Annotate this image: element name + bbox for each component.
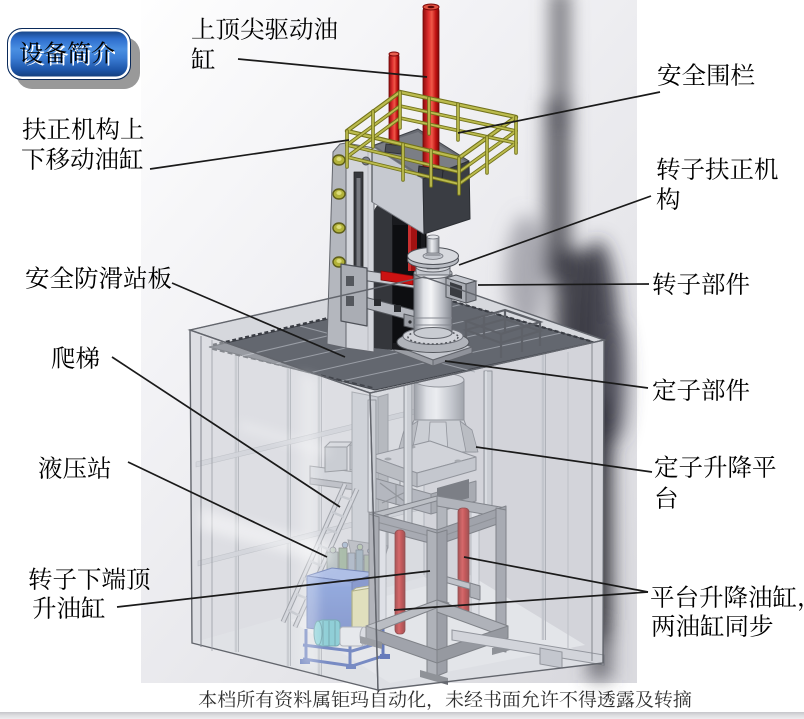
label-lift-cylinder-line1: [22, 117, 145, 144]
top-drive-cylinders: [384, 3, 444, 181]
leader-anti-slip-deck: [171, 282, 346, 358]
leader-platform-cylinders-1: [463, 556, 649, 593]
label-top-cylinder-line2: [191, 46, 216, 74]
leader-top-cylinder: [237, 58, 428, 78]
bottom-edge-strip: [0, 712, 804, 719]
label-rotor-bottom-jack-line2: [32, 595, 106, 623]
label-ladder-line1: [51, 345, 100, 373]
enclosure-shell: [187, 276, 607, 691]
label-top-cylinder-line1: [191, 16, 338, 44]
label-platform-cylinders-line2: [651, 613, 774, 641]
label-anti-slip-deck-line1: [25, 265, 172, 293]
label-rotor-part-line1: [652, 271, 750, 299]
leader-hydraulic-station: [127, 461, 328, 558]
leader-lines: [111, 58, 661, 611]
label-rotor-mechanism-line1: [656, 156, 779, 184]
safety-railing: [344, 89, 519, 196]
label-stator-platform-line1: [654, 454, 777, 482]
label-rotor-mechanism-line2: [656, 186, 681, 214]
leader-lift-cylinder: [149, 139, 350, 170]
label-stator-platform-line2: [654, 485, 679, 513]
label-lift-cylinder-line2: [21, 146, 144, 174]
leader-rotor-bottom-jack: [116, 570, 431, 608]
equipment-intro-button[interactable]: 设备简介: [7, 28, 140, 89]
floor-sill: [451, 629, 605, 669]
label-safety-fence-line1: [657, 62, 755, 90]
leader-stator-platform: [475, 446, 653, 473]
footer-note-text: [198, 690, 692, 711]
label-stator-part-line1: [652, 377, 750, 405]
leader-stator-part: [444, 360, 649, 389]
leader-rotor-mechanism: [458, 195, 652, 266]
equipment-intro-button-label: [19, 41, 115, 68]
button-face: [7, 28, 131, 80]
footer-note: 本档所有资料属钜玛自动化，未经书面允许不得透露及转摘: [198, 690, 692, 711]
leader-platform-cylinders-2: [393, 591, 649, 611]
arm-right-bracket: [444, 274, 478, 304]
label-platform-cylinders-line1: [650, 584, 804, 612]
label-hydraulic-station-line1: [38, 455, 112, 483]
leader-rotor-part: [477, 283, 650, 286]
label-rotor-bottom-jack-line1: [28, 566, 151, 594]
leader-safety-fence: [457, 91, 661, 134]
leader-ladder: [111, 356, 341, 508]
deck-fence: [462, 308, 544, 358]
